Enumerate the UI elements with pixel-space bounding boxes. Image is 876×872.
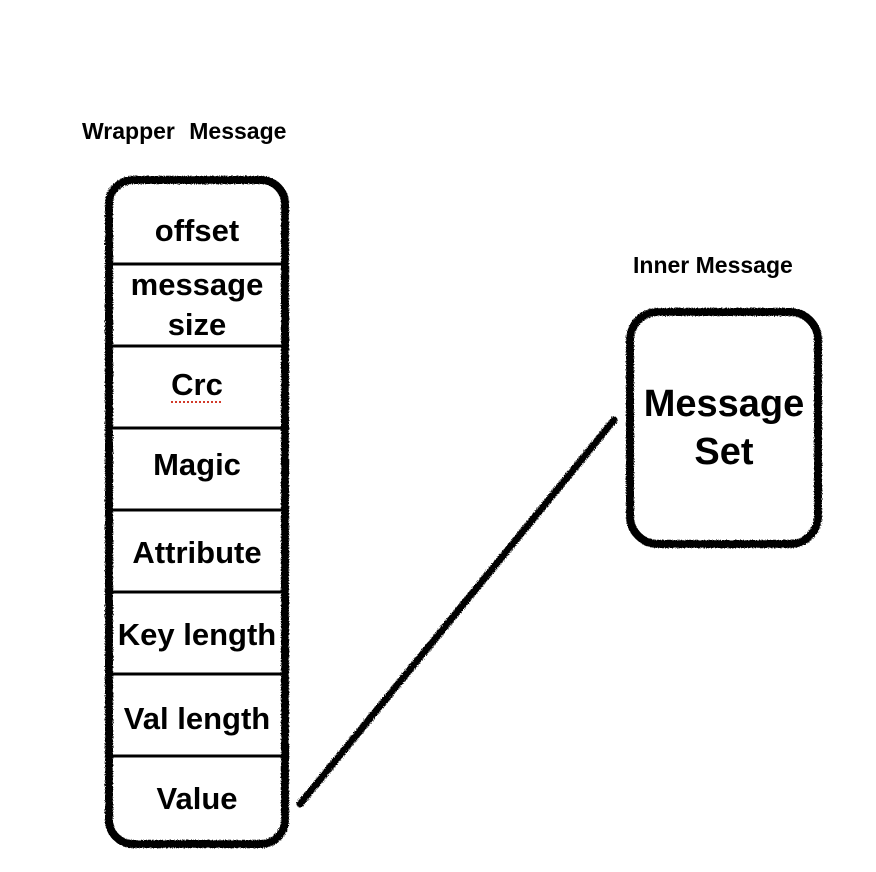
inner-message-box: Message Set	[630, 312, 818, 544]
field-key-length-label: Key length	[117, 617, 277, 652]
field-key-length: Key length	[109, 594, 285, 676]
wrapper-field-dividers	[109, 262, 285, 758]
field-offset: offset	[109, 190, 285, 272]
inner-box-outline	[626, 308, 822, 548]
field-value-label: Value	[156, 781, 238, 816]
field-message-size: message size	[109, 264, 285, 346]
wrapper-message-box: offset message size Crc Magic Attribute …	[109, 180, 285, 844]
message-set-line2: Set	[694, 431, 754, 473]
field-value: Value	[109, 758, 285, 840]
field-magic: Magic	[109, 424, 285, 506]
field-val-length-label: Val length	[123, 701, 271, 736]
connector-line	[296, 416, 618, 808]
wrapper-message-title: Wrapper Message	[82, 118, 287, 144]
field-val-length: Val length	[109, 678, 285, 760]
message-set-line1: Message	[643, 383, 805, 425]
field-magic-label: Magic	[153, 447, 241, 482]
field-attribute: Attribute	[109, 512, 285, 594]
field-crc-label: Crc	[171, 367, 223, 402]
inner-message-title: Inner Message	[633, 252, 793, 278]
message-set-label: Message Set	[644, 380, 805, 476]
field-attribute-label: Attribute	[132, 535, 262, 570]
wrapper-box-outline	[105, 176, 289, 848]
field-crc: Crc	[109, 344, 285, 426]
field-offset-label: offset	[154, 213, 240, 248]
field-message-size-label: message size	[130, 267, 264, 342]
